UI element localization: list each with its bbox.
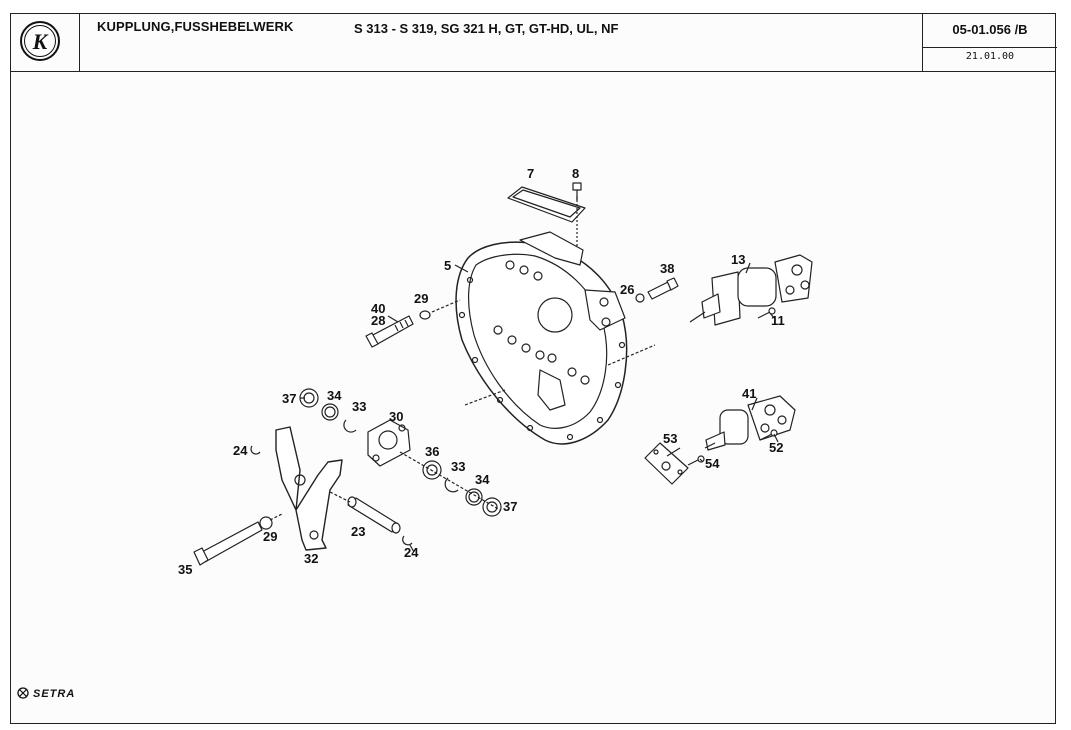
screw-11 [757,307,776,319]
screw-52 [759,429,778,441]
setra-logo: SETRA [17,687,75,700]
washer-29 [419,310,431,320]
bolt-38 [647,277,679,300]
callout-11: 11 [771,313,785,328]
callout-34-left: 34 [327,388,342,403]
callout-41: 41 [742,386,756,401]
callout-53: 53 [663,431,677,446]
screw-54 [687,455,705,466]
callout-24-right: 24 [404,545,419,560]
seal-37-right [482,497,502,517]
clutch-servo-13 [689,254,813,326]
circlip-33-left [343,419,357,433]
callout-23: 23 [351,524,365,539]
bolt-35 [193,521,263,566]
logo-cell: K [11,14,80,71]
callout-7: 7 [527,166,534,181]
circlip-24-right [402,535,413,546]
callout-33-left: 33 [352,399,366,414]
callout-33-right: 33 [451,459,465,474]
washer-29-lower [259,516,273,530]
page-title: KUPPLUNG,FUSSHEBELWERK [97,19,294,34]
callout-37-left: 37 [282,391,296,406]
callout-26: 26 [620,282,634,297]
revision-date: 21.01.00 [923,47,1057,62]
callout-36: 36 [425,444,439,459]
model-range: S 313 - S 319, SG 321 H, GT, GT-HD, UL, … [354,21,619,36]
cover-plate-7 [507,186,586,223]
callout-30: 30 [389,409,403,424]
fork-lever-32 [275,426,343,551]
title-block: K KUPPLUNG,FUSSHEBELWERK S 313 - S 319, … [11,14,1057,72]
callout-37-right: 37 [503,499,517,514]
callout-32: 32 [304,551,318,566]
callout-34-right: 34 [475,472,490,487]
callout-40: 40 [371,301,385,316]
bearing-housing-30 [367,419,411,467]
shaft-23 [347,496,401,534]
clutch-housing-5 [455,231,656,445]
callout-5: 5 [444,258,451,273]
callout-28: 28 [371,313,385,328]
drawing-sheet: K KUPPLUNG,FUSSHEBELWERK S 313 - S 319, … [10,13,1057,724]
washer-26 [635,293,645,303]
callout-52: 52 [769,440,783,455]
kaessbohrer-logo: K [20,21,60,61]
bolt-28 [365,315,414,348]
callout-29-top: 29 [414,291,428,306]
reference-number: 05-01.056 /B [952,22,1028,37]
circlip-24-left [250,445,261,455]
svg-text:K: K [32,29,49,54]
valve-41 [704,395,796,451]
callout-54: 54 [705,456,720,471]
mounting-plate-53 [644,442,689,485]
callout-29-lower: 29 [263,529,277,544]
ring-34-left [321,403,339,421]
reference-cell: 05-01.056 /B 21.01.00 [922,14,1057,71]
callout-8: 8 [572,166,579,181]
callout-35: 35 [178,562,192,577]
ring-34-right [465,488,483,506]
callout-38: 38 [660,261,674,276]
callout-24-left: 24 [233,443,248,458]
setra-wordmark: SETRA [33,688,75,700]
callout-labels: 7 8 5 13 38 26 40 28 29 11 41 37 34 33 3… [178,166,785,577]
callout-13: 13 [731,252,745,267]
circlip-33-right [444,477,459,493]
